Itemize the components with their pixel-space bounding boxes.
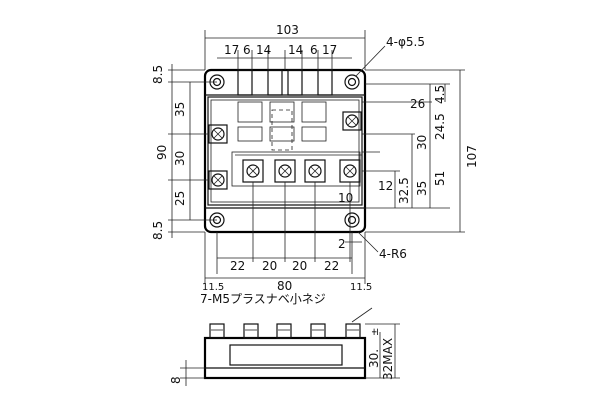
dim-bottom-22b: 22 [324, 259, 339, 273]
dims-right-lines [362, 69, 465, 233]
top-notch-4 [317, 69, 333, 96]
dim-right-35: 35 [415, 181, 429, 196]
dim-right-51: 51 [433, 171, 447, 186]
dim-right-4-5: 4.5 [433, 85, 447, 104]
mounting-hole-br [344, 212, 360, 228]
dims-left-lines [168, 64, 217, 238]
top-notch-2 [267, 69, 283, 96]
dims-bottom-lines [204, 182, 366, 284]
screw-terminal-left-lower [208, 170, 228, 190]
side-view-dim-lines [180, 323, 400, 386]
top-notch-1 [237, 69, 253, 96]
screw-note-leader [351, 307, 373, 323]
dim-right-32-5: 32.5 [397, 177, 411, 204]
dim-bottom-edge-left: 11.5 [202, 282, 224, 293]
side-tolerance: ± [370, 328, 381, 336]
side-max-height: 32MAX [381, 338, 395, 380]
dim-bottom-22a: 22 [230, 259, 245, 273]
screw-terminal-right-upper [342, 111, 362, 131]
dim-left-overall: 90 [155, 145, 169, 160]
dim-left-top-margin: 8.5 [151, 65, 165, 84]
screw-terminal-row [242, 159, 361, 183]
side-base: 8 [169, 376, 183, 384]
side-view-terminals [209, 323, 361, 339]
dim-top-1: 17 [224, 43, 239, 57]
side-height: 30. [367, 349, 381, 368]
top-notch-3 [287, 69, 303, 96]
callout-radius: 4-R6 [379, 247, 407, 261]
dim-left-upper: 35 [173, 102, 187, 117]
dim-top-4: 14 [288, 43, 303, 57]
dim-bottom-20a: 20 [262, 259, 277, 273]
dims-top-lines [204, 30, 366, 70]
dim-top-2: 6 [243, 43, 251, 57]
dim-top-3: 14 [256, 43, 271, 57]
dim-right-overall: 107 [465, 145, 479, 168]
dim-right-24-5: 24.5 [433, 113, 447, 140]
callout-holes-leader [355, 45, 386, 77]
dim-bottom-edge-right: 11.5 [350, 282, 372, 293]
dim-overall-width: 103 [276, 23, 299, 37]
dim-right-10: 10 [338, 191, 353, 205]
dim-bottom-overall: 80 [277, 279, 292, 293]
screw-terminal-left-upper [208, 124, 228, 144]
dim-right-30: 30 [415, 135, 429, 150]
callout-radius-leader [357, 231, 379, 253]
dim-left-lower: 25 [173, 191, 187, 206]
screw-note: 7-M5プラスナベ小ネジ [200, 292, 326, 306]
side-view-housing [229, 344, 343, 366]
dim-bottom-2: 2 [338, 237, 346, 251]
terminal-row-frame [231, 151, 361, 187]
side-view-body [203, 336, 367, 380]
dim-right-26: 26 [410, 97, 425, 111]
dim-top-5: 6 [310, 43, 318, 57]
dim-right-12: 12 [378, 179, 393, 193]
dim-bottom-20b: 20 [292, 259, 307, 273]
dim-left-middle: 30 [173, 151, 187, 166]
dim-top-6: 17 [322, 43, 337, 57]
terminal-windows-upper [237, 101, 327, 151]
mounting-hole-tr [344, 74, 360, 90]
dim-left-bottom-margin: 8.5 [151, 221, 165, 240]
callout-holes: 4-φ5.5 [386, 35, 425, 49]
